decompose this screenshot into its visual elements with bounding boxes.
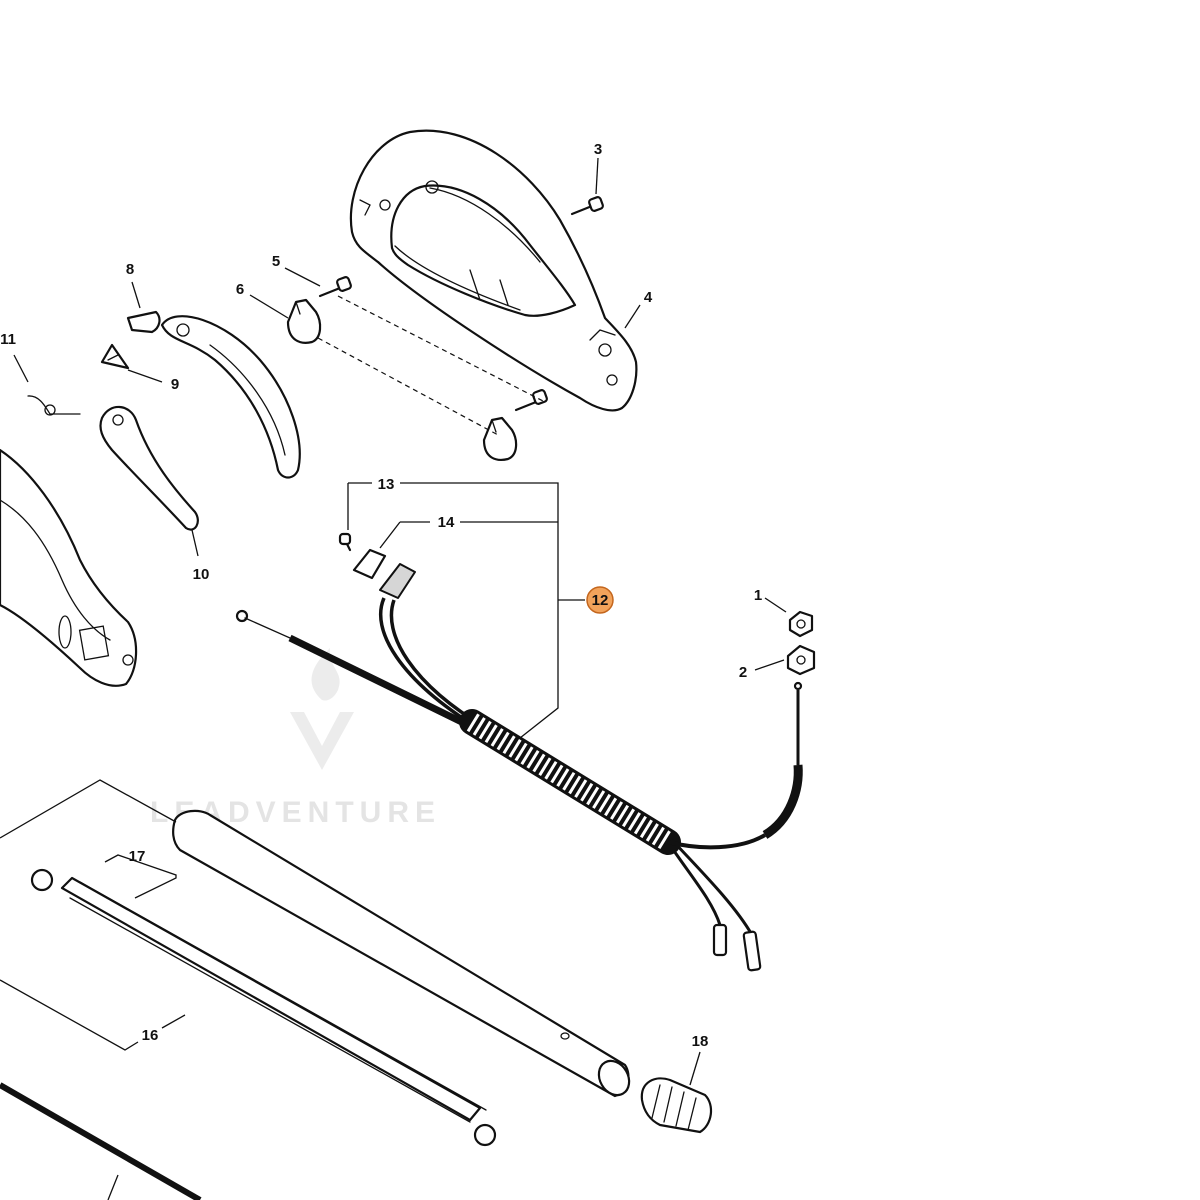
part-6-clamp-upper[interactable] [286, 298, 322, 344]
handle-half-left[interactable] [0, 448, 138, 687]
assembly-line-upper [337, 295, 546, 403]
part-18-threaded-sleeve[interactable] [640, 1077, 713, 1134]
assembly-line-lower [317, 337, 501, 437]
part-12-cable-harness[interactable] [235, 597, 803, 972]
part-9-spring[interactable] [100, 343, 130, 370]
callout-1[interactable]: 1 [754, 587, 762, 604]
part-5-screw-lower[interactable] [514, 389, 548, 412]
callout-12[interactable]: 12 [592, 592, 609, 609]
callout-17[interactable]: 17 [129, 848, 146, 865]
callout-5[interactable]: 5 [272, 253, 280, 270]
callout-14[interactable]: 14 [438, 514, 455, 531]
callout-4[interactable]: 4 [644, 289, 653, 306]
callout-10[interactable]: 10 [193, 566, 210, 583]
part-3-screw[interactable] [570, 196, 604, 216]
part-5-screw-upper[interactable] [318, 276, 352, 298]
watermark: LEADVENTURE [150, 648, 435, 829]
callout-11[interactable]: 11 [0, 331, 16, 348]
callout-6[interactable]: 6 [236, 281, 244, 298]
callout-2[interactable]: 2 [739, 664, 747, 681]
part-11-torsion-spring[interactable] [27, 395, 81, 416]
part-17-bushing-assembly[interactable] [30, 868, 497, 1147]
part-14-connector-clip[interactable] [352, 548, 416, 599]
part-13-screw[interactable] [338, 532, 352, 552]
throttle-lock-plate[interactable] [160, 315, 301, 479]
part-8-latch[interactable] [126, 310, 161, 334]
leader-lines [0, 157, 787, 1200]
watermark-flame-icon [311, 648, 340, 701]
callout-18[interactable]: 18 [692, 1033, 709, 1050]
callout-8[interactable]: 8 [126, 261, 134, 278]
part-10-throttle-trigger[interactable] [99, 405, 199, 531]
part-6-clamp-lower[interactable] [482, 416, 518, 461]
part-4-handle-housing[interactable] [349, 129, 638, 412]
callout-9[interactable]: 9 [171, 376, 179, 393]
part-1-nut[interactable] [788, 610, 814, 638]
flex-shaft[interactable] [0, 1082, 202, 1200]
callout-12-highlight[interactable]: 12 [586, 586, 614, 614]
callout-16[interactable]: 16 [142, 1027, 159, 1044]
drive-tube[interactable] [172, 809, 635, 1101]
callout-3[interactable]: 3 [594, 141, 602, 158]
part-2-nut[interactable] [786, 644, 816, 676]
watermark-logo-icon [290, 712, 354, 770]
callout-13[interactable]: 13 [378, 476, 395, 493]
